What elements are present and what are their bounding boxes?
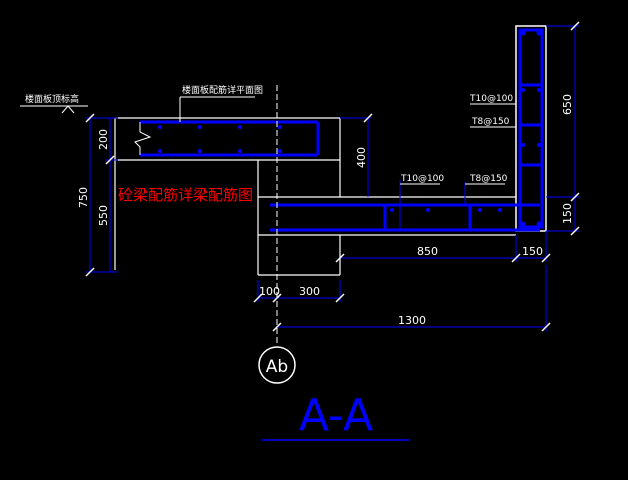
floor-level-note: 楼面板顶标高 (25, 93, 79, 105)
beam-rebar (270, 203, 540, 232)
dimension-ticks (85, 21, 580, 332)
axis-bubble: Ab (258, 346, 296, 384)
dim-850: 850 (417, 245, 438, 258)
slab-outline (114, 117, 341, 276)
dim-150-bottom: 150 (522, 245, 543, 258)
rebar-label-4: T8@150 (469, 174, 508, 184)
dim-650: 650 (561, 94, 574, 115)
break-line (134, 122, 152, 155)
dim-200: 200 (97, 129, 110, 150)
slab-bars (158, 125, 282, 153)
dim-100: 100 (259, 285, 280, 298)
slab-reinforcement-note: 楼面板配筋详平面图 (182, 84, 263, 96)
axis-label: Ab (266, 357, 288, 377)
beam-reinforcement-note: 砼梁配筋详梁配筋图 (118, 186, 253, 204)
rebar-label-1: T10@100 (469, 94, 513, 104)
rebar-label-2: T8@150 (471, 117, 510, 127)
dim-400: 400 (355, 147, 368, 168)
column-rebar (518, 28, 544, 229)
rebar-label-3: T10@100 (400, 174, 444, 184)
leader-lines (20, 96, 516, 185)
dim-550: 550 (97, 205, 110, 226)
dim-1300: 1300 (398, 314, 426, 327)
beam-outline (258, 118, 516, 236)
section-title: A-A (299, 390, 373, 441)
beam-stirrup-lines (399, 180, 466, 230)
dim-300: 300 (299, 285, 320, 298)
dim-150-right: 150 (561, 203, 574, 224)
beam-bars (390, 208, 502, 212)
dim-750: 750 (77, 187, 90, 208)
column-corner-bars (520, 30, 542, 227)
slab-rebar (140, 120, 320, 157)
